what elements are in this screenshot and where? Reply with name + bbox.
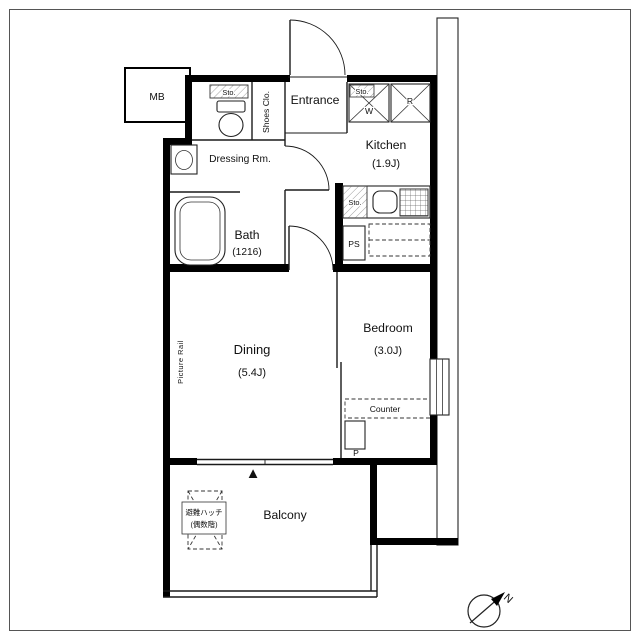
stove-icon: [399, 188, 429, 217]
balcony-access-marker: ▲: [246, 465, 261, 482]
doors: [284, 19, 347, 271]
compass: N: [467, 592, 515, 628]
compass-needle-head: [491, 592, 505, 606]
kitchen-sink-icon: [372, 190, 398, 214]
counter-storage-box: [342, 185, 368, 219]
wall-segment: [347, 75, 437, 82]
wall-segment: [370, 465, 377, 545]
compass-circle: [467, 594, 501, 628]
wall-segment: [163, 465, 170, 597]
pipe-space-label: PS: [348, 239, 360, 249]
wall-segment: [335, 183, 343, 272]
wall-segment: [163, 458, 197, 465]
pipe-label: P: [353, 448, 359, 458]
dining-size-label: (5.4J): [238, 367, 266, 379]
wall-segment: [163, 138, 170, 465]
wall-segment: [430, 75, 437, 360]
labels: MB Sto. Shoes Clo. Entrance Kitchen (1.9…: [149, 86, 414, 529]
refrigerator-cross-line: [390, 83, 431, 123]
refrigerator-label: R: [407, 96, 413, 106]
walls: [163, 75, 458, 597]
balcony-elements: [163, 458, 378, 598]
pipe-space-box: [342, 225, 366, 261]
dining-label: Dining: [234, 342, 271, 357]
bedroom-size-label: (3.0J): [374, 345, 402, 357]
page-border: [9, 9, 631, 631]
wall-segment: [430, 414, 437, 465]
pipe-shaft-column: [436, 17, 459, 546]
washer-cross-line: [348, 83, 390, 123]
toilet-bowl-icon: [218, 112, 244, 138]
wall-segment: [163, 138, 192, 145]
evac-hatch-label-1: 避難ハッチ: [186, 508, 223, 517]
toilet-storage-label: Sto.: [222, 88, 235, 97]
bath-size-label: (1216): [232, 247, 261, 258]
washer-label: W: [365, 106, 374, 116]
evac-hatch-outline: [187, 490, 223, 550]
bedroom-label: Bedroom: [363, 321, 412, 335]
kitchen-label: Kitchen: [366, 138, 407, 152]
counter-label: Counter: [370, 404, 401, 414]
entrance-label: Entrance: [291, 93, 340, 107]
kitchen-storage-label: Sto.: [355, 87, 368, 96]
wall-segment: [333, 458, 437, 465]
partitions: [170, 82, 348, 458]
wall-segment: [185, 75, 192, 145]
pipe-box: [344, 420, 366, 450]
shoes-closet-label: Shoes Clo.: [261, 91, 271, 133]
bath-label: Bath: [234, 228, 259, 242]
bathtub-inner-icon: [179, 201, 221, 261]
entrance-door-arc: [289, 19, 346, 76]
kitchen-size-label: (1.9J): [372, 158, 400, 170]
meter-box: [124, 67, 191, 123]
dining-door-arc: [288, 225, 334, 271]
bedroom-window: [429, 358, 450, 416]
bathtub-icon: [174, 196, 226, 266]
wall-segment: [163, 264, 289, 272]
hall-door-arc: [284, 145, 330, 191]
evac-hatch-label-box: [181, 501, 227, 535]
counter-storage-label: Sto.: [348, 198, 361, 207]
dressing-room-label: Dressing Rm.: [209, 154, 271, 165]
balcony-label: Balcony: [263, 508, 307, 522]
wall-segment: [333, 264, 437, 272]
toilet-storage-shelf: [209, 84, 249, 99]
wall-segment: [370, 538, 458, 545]
sanitary-fixtures: [170, 84, 249, 266]
bedroom-fixtures: [344, 358, 450, 450]
evac-hatch-label-2: (偶数階): [190, 520, 217, 529]
toilet-tank-icon: [216, 100, 246, 113]
picture-rail-label: Picture Rail: [176, 340, 185, 384]
meter-box-label: MB: [149, 92, 164, 103]
kitchen-fixtures: [342, 83, 431, 261]
kitchen-storage-shelf: [349, 84, 375, 98]
wall-segment: [185, 75, 290, 82]
vanity-basin-icon: [175, 150, 193, 170]
